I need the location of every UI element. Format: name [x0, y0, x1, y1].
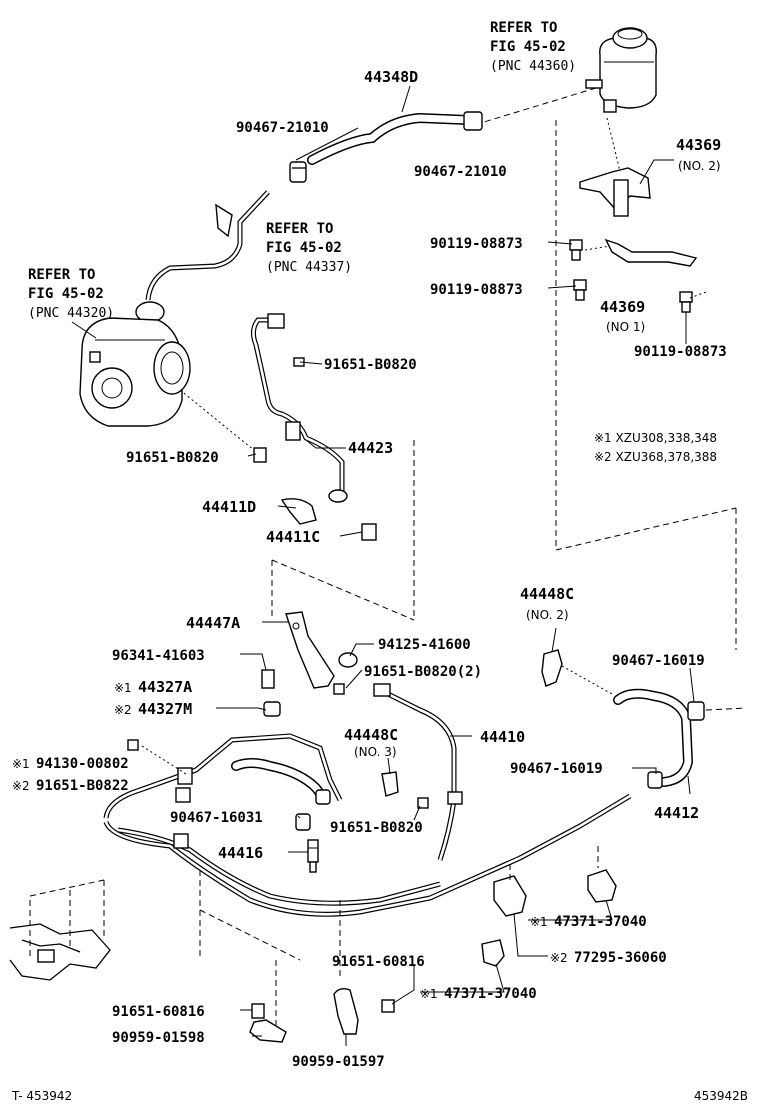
label-44423: 44423 [348, 439, 393, 457]
label-90959-01598: 90959-01598 [112, 1030, 205, 1046]
footer-right-code: 453942B [694, 1089, 748, 1103]
label-44448C-no2-sub: (NO. 2) [526, 608, 569, 622]
label-91651-b0822: 91651-B0822 [36, 778, 129, 794]
clamps-lower [481, 846, 617, 967]
clamp-44448C-no3 [381, 771, 429, 809]
label-91651-60816-a: 91651-60816 [332, 954, 425, 970]
labels: REFER TO FIG 45-02 (PNC 44360) REFER TO … [11, 20, 748, 1103]
ref-44337-line2: FIG 45-02 [266, 240, 342, 256]
bolt-44411C [361, 523, 377, 541]
clamp-44448C-no2 [541, 649, 613, 695]
ref-44360-line1: REFER TO [490, 20, 557, 36]
hose-44348D [289, 111, 483, 183]
label-90119-b: 90119-08873 [430, 282, 523, 298]
ref-44360-line2: FIG 45-02 [490, 39, 566, 55]
mark-1-47371-a: ※1 [530, 915, 548, 929]
label-91651-b0820-b: 91651-B0820 [126, 450, 219, 466]
label-96341-41603: 96341-41603 [112, 648, 205, 664]
label-91651-b0820-2: 91651-B0820(2) [364, 664, 482, 680]
hose-44412 [613, 688, 747, 789]
leader-lines [71, 85, 695, 1046]
ref-44320-line2: FIG 45-02 [28, 286, 104, 302]
pressure-switch-44416 [307, 839, 319, 873]
label-94130-00802: 94130-00802 [36, 756, 129, 772]
ref-44337-line3: (PNC 44337) [266, 260, 352, 275]
label-44327M: 44327M [138, 700, 192, 718]
label-44411D: 44411D [202, 498, 256, 516]
label-90119-c: 90119-08873 [634, 344, 727, 360]
supply-pipe [135, 190, 270, 323]
bolt-91651-b0820-b [253, 447, 267, 463]
bolts-90119 [569, 239, 707, 313]
mark-2-77295: ※2 [550, 951, 568, 965]
label-47371-37040-a: 47371-37040 [554, 914, 647, 930]
label-90467-21010-a: 90467-21010 [236, 120, 329, 136]
label-44410: 44410 [480, 728, 525, 746]
label-44369-no1: 44369 [600, 298, 645, 316]
mark-2-91651-b0822: ※2 [12, 779, 30, 793]
leader-dash [271, 120, 737, 650]
label-90119-a: 90119-08873 [430, 236, 523, 252]
label-44448C-no3-sub: (NO. 3) [354, 745, 397, 759]
pressure-tube-44423 [250, 313, 348, 503]
bracket-44369-no1 [604, 238, 698, 267]
label-90467-16019-b: 90467-16019 [510, 761, 603, 777]
power-steering-pump [79, 317, 261, 456]
label-91651-b0820-c: 91651-B0820 [330, 820, 423, 836]
pipe-bundle [103, 669, 632, 917]
note-1: ※1 XZU308,338,348 [594, 431, 717, 445]
label-91651-b0820-a: 91651-B0820 [324, 357, 417, 373]
ref-44337-line1: REFER TO [266, 221, 333, 237]
label-44448C-no3: 44448C [344, 726, 398, 744]
label-44348D: 44348D [364, 68, 418, 86]
label-94125-41600: 94125-41600 [378, 637, 471, 653]
bracket-90959-01597 [333, 987, 395, 1035]
label-44412: 44412 [654, 804, 699, 822]
return-pipe-44410 [373, 683, 463, 861]
bracket-44369-no2 [579, 167, 651, 217]
label-44416: 44416 [218, 844, 263, 862]
ref-44360-line3: (PNC 44360) [490, 59, 576, 74]
label-47371-37040-b: 47371-37040 [444, 986, 537, 1002]
label-90959-01597: 90959-01597 [292, 1054, 385, 1070]
label-44369-no2: 44369 [676, 136, 721, 154]
illustration [9, 27, 747, 1043]
label-90467-16019-a: 90467-16019 [612, 653, 705, 669]
label-44447A: 44447A [186, 614, 240, 632]
label-90467-16031: 90467-16031 [170, 810, 263, 826]
label-44369-no1-sub: (NO 1) [606, 320, 645, 334]
ref-44320-line3: (PNC 44320) [28, 306, 114, 321]
label-44369-no2-sub: (NO. 2) [678, 159, 721, 173]
mark-1-44327A: ※1 [114, 681, 132, 695]
label-91651-60816-b: 91651-60816 [112, 1004, 205, 1020]
mark-2-44327M: ※2 [114, 703, 132, 717]
ref-44320-line1: REFER TO [28, 267, 95, 283]
mark-1-94130: ※1 [12, 757, 30, 771]
label-77295-36060: 77295-36060 [574, 950, 667, 966]
footer-left-code: T- 453942 [11, 1089, 72, 1103]
bracket-44447A [285, 611, 358, 695]
note-2: ※2 XZU368,378,388 [594, 450, 717, 464]
frame-outline [9, 870, 341, 1030]
label-44448C-no2: 44448C [520, 585, 574, 603]
label-44327A: 44327A [138, 678, 192, 696]
clamp-44411D [280, 498, 317, 525]
mark-1-47371-b: ※1 [420, 987, 438, 1001]
label-44411C: 44411C [266, 528, 320, 546]
label-90467-21010-b: 90467-21010 [414, 164, 507, 180]
